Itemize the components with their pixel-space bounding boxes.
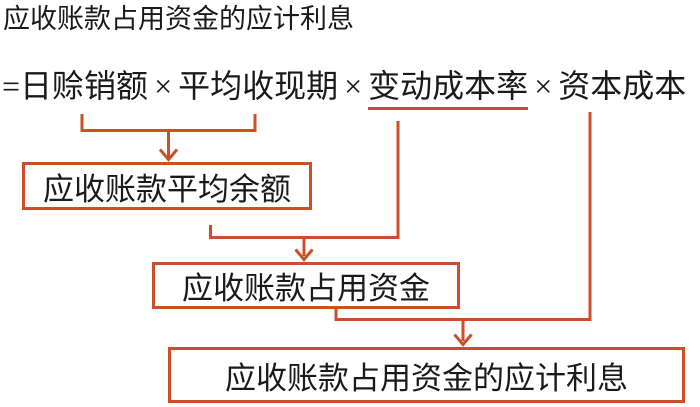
formula-term-avg-collection-period: 平均收现期 — [178, 68, 339, 104]
arrow-down-icon — [158, 148, 179, 162]
box-occupied-funds: 应收账款占用资金 — [152, 262, 460, 309]
box-label: 应收账款平均余额 — [43, 171, 291, 207]
connector-accrued-interest — [334, 112, 592, 347]
formula-term-variable-cost-ratio: 变动成本率 — [368, 68, 529, 110]
box-label: 应收账款占用资金 — [182, 271, 430, 306]
connector-avg-balance — [80, 114, 257, 162]
formula-line: =日赊销额 × 平均收现期 × 变动成本率 × 资本成本 — [2, 68, 686, 110]
formula-term-cost-of-capital: 资本成本 — [558, 68, 687, 104]
bracket-path — [80, 114, 257, 132]
box-accrued-interest: 应收账款占用资金的应计利息 — [168, 347, 685, 403]
multiply-operator: × — [534, 68, 553, 104]
multiply-operator: × — [344, 68, 363, 104]
formula-term-daily-credit-sales: =日赊销额 — [2, 68, 149, 104]
arrow-down-icon — [294, 248, 314, 262]
box-avg-receivable-balance: 应收账款平均余额 — [22, 162, 312, 210]
box-label: 应收账款占用资金的应计利息 — [225, 360, 628, 396]
diagram-title: 应收账款占用资金的应计利息 — [3, 4, 354, 34]
multiply-operator: × — [154, 68, 173, 104]
arrow-down-icon — [453, 333, 473, 347]
